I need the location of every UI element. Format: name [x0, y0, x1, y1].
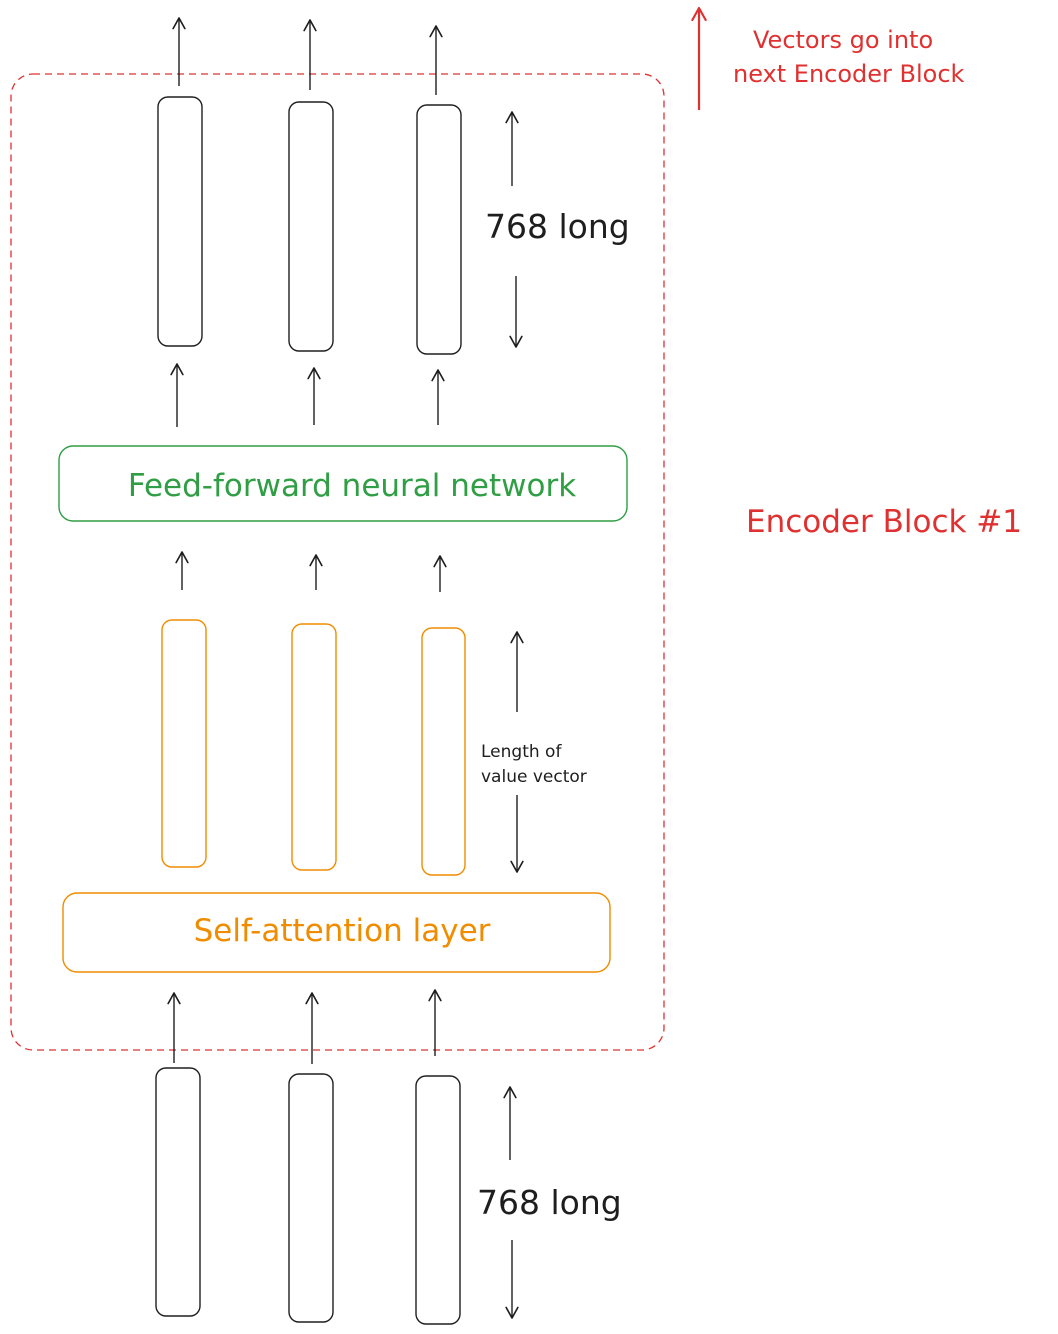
input-vectors [155, 1067, 461, 1325]
self-attention-label: Self-attention layer [194, 913, 491, 949]
feed-forward-layer [58, 445, 628, 522]
encoder-block-label: Encoder Block #1 [746, 504, 1022, 540]
output-vector-3 [416, 104, 462, 355]
self-attention-layer [62, 892, 611, 973]
output-vector-2 [288, 101, 334, 352]
encoder-block-boundary [10, 73, 665, 1051]
next-block-label-line2: next Encoder Block [733, 60, 965, 88]
output-length-label: 768 long [485, 207, 630, 246]
next-block-label-line1: Vectors go into [753, 26, 933, 54]
value-length-label-line1: Length of [481, 742, 562, 762]
output-arrows [172, 17, 443, 95]
input-vector-2 [288, 1073, 334, 1323]
feed-forward-label: Feed-forward neural network [128, 468, 576, 504]
value-vector-1 [161, 619, 207, 868]
input-length-label: 768 long [477, 1183, 622, 1222]
value-vectors [161, 619, 466, 876]
input-vector-3 [415, 1075, 461, 1325]
output-vectors [157, 96, 462, 355]
output-vector-1 [157, 96, 203, 347]
value-vector-3 [421, 627, 466, 876]
value-to-ffn-arrows [175, 551, 447, 592]
input-vector-1 [155, 1067, 201, 1317]
value-length-label-line2: value vector [481, 767, 587, 787]
ffn-output-arrows [170, 363, 445, 427]
input-arrows [167, 989, 442, 1064]
value-vector-2 [291, 623, 337, 871]
